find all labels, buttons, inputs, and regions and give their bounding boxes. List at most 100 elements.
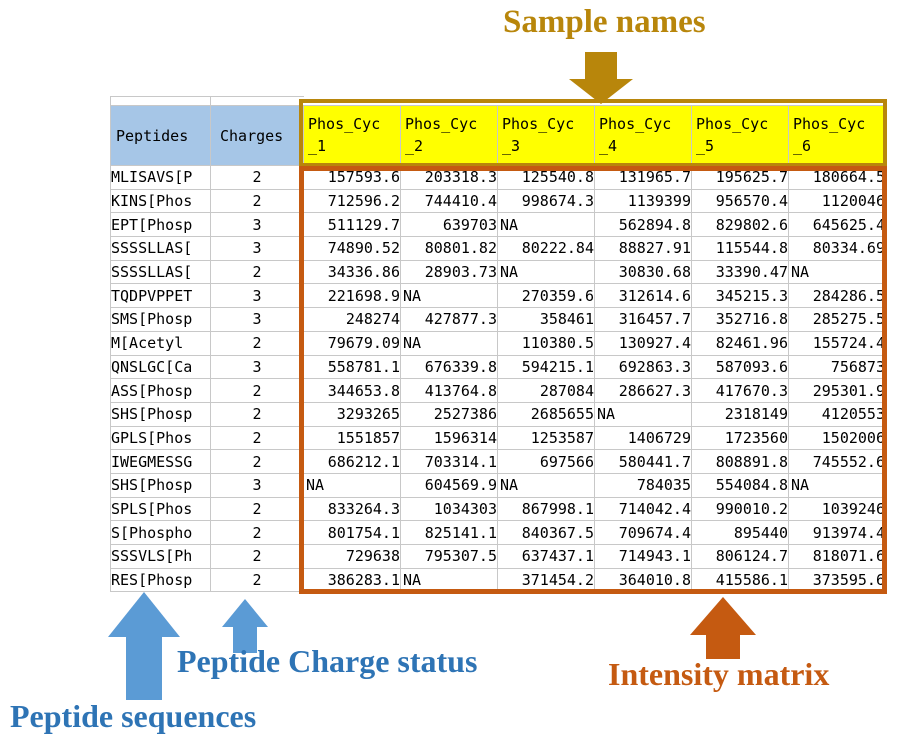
intensity-cell[interactable]: 703314.1 — [400, 449, 498, 474]
charge-cell[interactable]: 3 — [210, 355, 304, 380]
peptide-cell[interactable]: RES[Phosp — [110, 568, 211, 593]
peptide-cell[interactable]: SPLS[Phos — [110, 497, 211, 522]
intensity-cell[interactable]: 345215.3 — [691, 283, 789, 309]
intensity-cell[interactable]: 580441.7 — [594, 449, 692, 474]
intensity-cell[interactable]: 30830.68 — [594, 260, 692, 285]
peptide-cell[interactable]: S[Phospho — [110, 520, 211, 545]
intensity-cell[interactable]: 692863.3 — [594, 355, 692, 380]
charge-cell[interactable]: 2 — [210, 260, 304, 285]
intensity-cell[interactable]: NA — [788, 473, 886, 498]
peptide-cell[interactable]: GPLS[Phos — [110, 426, 211, 451]
intensity-cell[interactable]: 352716.8 — [691, 307, 789, 332]
charge-cell[interactable]: 2 — [210, 402, 304, 427]
peptide-cell[interactable]: TQDPVPPET — [110, 283, 211, 309]
intensity-cell[interactable]: 344653.8 — [303, 378, 401, 403]
peptide-cell[interactable]: SMS[Phosp — [110, 307, 211, 332]
intensity-cell[interactable]: 1139399 — [594, 189, 692, 214]
intensity-cell[interactable]: 413764.8 — [400, 378, 498, 403]
intensity-cell[interactable]: 130927.4 — [594, 331, 692, 356]
intensity-cell[interactable]: NA — [400, 568, 498, 593]
intensity-cell[interactable]: NA — [303, 473, 401, 498]
intensity-cell[interactable]: 28903.73 — [400, 260, 498, 285]
intensity-cell[interactable]: 714042.4 — [594, 497, 692, 522]
sample-column-header[interactable]: Phos_Cyc_3 — [497, 105, 595, 166]
intensity-cell[interactable]: 554084.8 — [691, 473, 789, 498]
intensity-cell[interactable]: 4120553 — [788, 402, 886, 427]
intensity-cell[interactable]: 358461 — [497, 307, 595, 332]
peptides-column-header[interactable]: Peptides — [110, 105, 211, 166]
intensity-cell[interactable]: 312614.6 — [594, 283, 692, 309]
charge-cell[interactable]: 2 — [210, 165, 304, 190]
intensity-cell[interactable]: 998674.3 — [497, 189, 595, 214]
intensity-cell[interactable]: 2685655 — [497, 402, 595, 427]
intensity-cell[interactable]: 80801.82 — [400, 236, 498, 261]
charge-cell[interactable]: 3 — [210, 212, 304, 238]
intensity-cell[interactable]: 795307.5 — [400, 544, 498, 569]
intensity-cell[interactable]: 180664.5 — [788, 165, 886, 190]
charge-cell[interactable]: 2 — [210, 520, 304, 545]
intensity-cell[interactable]: 415586.1 — [691, 568, 789, 593]
intensity-cell[interactable]: 2318149 — [691, 402, 789, 427]
intensity-cell[interactable]: 417670.3 — [691, 378, 789, 403]
intensity-cell[interactable]: 825141.1 — [400, 520, 498, 545]
intensity-cell[interactable]: 80222.84 — [497, 236, 595, 261]
intensity-cell[interactable]: 676339.8 — [400, 355, 498, 380]
peptide-cell[interactable]: IWEGMESSG — [110, 449, 211, 474]
intensity-cell[interactable]: 594215.1 — [497, 355, 595, 380]
intensity-cell[interactable]: 3293265 — [303, 402, 401, 427]
intensity-cell[interactable]: NA — [788, 260, 886, 285]
intensity-cell[interactable]: 371454.2 — [497, 568, 595, 593]
peptide-cell[interactable]: SHS[Phosp — [110, 402, 211, 427]
intensity-cell[interactable]: 270359.6 — [497, 283, 595, 309]
intensity-cell[interactable]: 745552.6 — [788, 449, 886, 474]
intensity-cell[interactable]: 1253587 — [497, 426, 595, 451]
intensity-cell[interactable]: 2527386 — [400, 402, 498, 427]
intensity-cell[interactable]: 818071.6 — [788, 544, 886, 569]
peptide-cell[interactable]: EPT[Phosp — [110, 212, 211, 238]
intensity-cell[interactable]: NA — [594, 402, 692, 427]
intensity-cell[interactable]: 386283.1 — [303, 568, 401, 593]
intensity-cell[interactable]: 125540.8 — [497, 165, 595, 190]
intensity-cell[interactable]: 956570.4 — [691, 189, 789, 214]
intensity-cell[interactable]: 784035 — [594, 473, 692, 498]
sample-column-header[interactable]: Phos_Cyc_1 — [303, 105, 401, 166]
charge-cell[interactable]: 2 — [210, 449, 304, 474]
intensity-cell[interactable]: 248274 — [303, 307, 401, 332]
intensity-cell[interactable]: 316457.7 — [594, 307, 692, 332]
charge-cell[interactable]: 3 — [210, 307, 304, 332]
intensity-cell[interactable]: 604569.9 — [400, 473, 498, 498]
intensity-cell[interactable]: 284286.5 — [788, 283, 886, 309]
intensity-cell[interactable]: NA — [400, 331, 498, 356]
intensity-cell[interactable]: 895440 — [691, 520, 789, 545]
charge-cell[interactable]: 2 — [210, 331, 304, 356]
intensity-cell[interactable]: 221698.9 — [303, 283, 401, 309]
intensity-cell[interactable]: 697566 — [497, 449, 595, 474]
intensity-cell[interactable]: 1039246 — [788, 497, 886, 522]
peptide-cell[interactable]: QNSLGC[Ca — [110, 355, 211, 380]
intensity-cell[interactable]: 1034303 — [400, 497, 498, 522]
intensity-cell[interactable]: 990010.2 — [691, 497, 789, 522]
intensity-cell[interactable]: 286627.3 — [594, 378, 692, 403]
charge-cell[interactable]: 2 — [210, 189, 304, 214]
peptide-cell[interactable]: SHS[Phosp — [110, 473, 211, 498]
intensity-cell[interactable]: 195625.7 — [691, 165, 789, 190]
peptide-cell[interactable]: KINS[Phos — [110, 189, 211, 214]
intensity-cell[interactable]: 79679.09 — [303, 331, 401, 356]
charge-cell[interactable]: 2 — [210, 497, 304, 522]
intensity-cell[interactable]: 729638 — [303, 544, 401, 569]
intensity-cell[interactable]: 1406729 — [594, 426, 692, 451]
intensity-cell[interactable]: 562894.8 — [594, 212, 692, 238]
intensity-cell[interactable]: 840367.5 — [497, 520, 595, 545]
peptide-cell[interactable]: M[Acetyl — [110, 331, 211, 356]
charges-column-header[interactable]: Charges — [210, 105, 304, 166]
sample-column-header[interactable]: Phos_Cyc_6 — [788, 105, 886, 166]
intensity-cell[interactable]: 712596.2 — [303, 189, 401, 214]
intensity-cell[interactable]: 1120046 — [788, 189, 886, 214]
peptide-cell[interactable]: SSSSLLAS[ — [110, 236, 211, 261]
intensity-cell[interactable]: 558781.1 — [303, 355, 401, 380]
peptide-cell[interactable]: MLISAVS[P — [110, 165, 211, 190]
intensity-cell[interactable]: 744410.4 — [400, 189, 498, 214]
intensity-cell[interactable]: NA — [497, 473, 595, 498]
intensity-cell[interactable]: 1723560 — [691, 426, 789, 451]
intensity-cell[interactable]: 756873 — [788, 355, 886, 380]
